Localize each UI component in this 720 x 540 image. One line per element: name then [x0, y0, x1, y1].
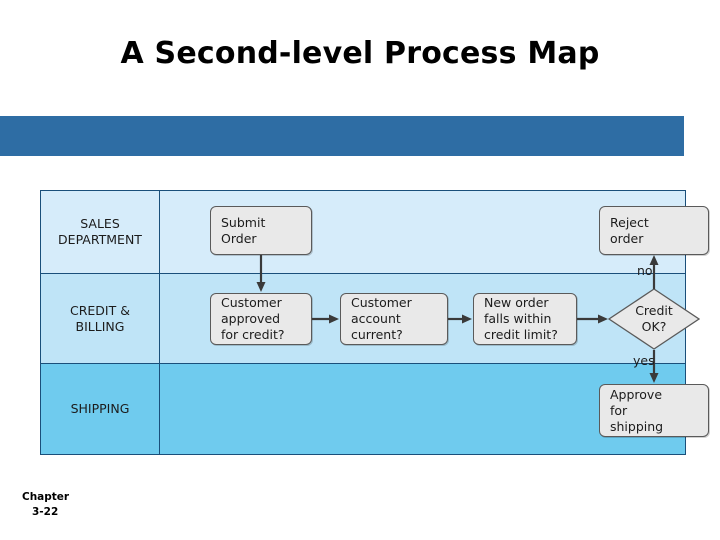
process-map-diagram: SALES DEPARTMENT CREDIT & BILLING SHIPPI…	[40, 190, 709, 455]
process-box-submit-order[interactable]: Submit Order	[210, 206, 312, 255]
process-box-submit-order-label: Submit Order	[221, 214, 266, 246]
process-box-customer-approved-label: Customer approved for credit?	[221, 295, 285, 342]
footer-slide-number: 3-22	[32, 506, 59, 519]
process-box-reject-order-label: Reject order	[610, 214, 649, 246]
arrow-decision-yes-to-approve-shipping	[648, 350, 660, 384]
swimlane-label-cell-sales: SALES DEPARTMENT	[41, 191, 160, 273]
arrow-submit-to-customer-approved	[255, 255, 267, 293]
swimlane-sales-department: SALES DEPARTMENT	[41, 191, 685, 273]
process-box-approve-shipping-label: Approve for shipping	[610, 386, 664, 434]
arrow-decision-no-to-reject-order	[648, 255, 660, 289]
page-title: A Second-level Process Map	[120, 36, 600, 71]
swimlane-label-sales: SALES DEPARTMENT	[58, 216, 142, 247]
swimlane-label-cell-shipping: SHIPPING	[41, 364, 160, 454]
diamond-shape-icon	[608, 288, 700, 350]
process-box-customer-account-current[interactable]: Customer account current?	[340, 293, 448, 345]
decision-diamond-credit-ok-label: Credit OK?	[635, 303, 673, 334]
process-box-reject-order[interactable]: Reject order	[599, 206, 709, 255]
swimlane-label-shipping: SHIPPING	[70, 401, 130, 417]
banner-bar	[0, 116, 684, 156]
arrow-account-to-new-order	[448, 313, 473, 325]
swimlane-label-cell-credit: CREDIT & BILLING	[41, 274, 160, 363]
flow-label-yes: yes	[633, 353, 655, 368]
arrow-customer-approved-to-account	[312, 313, 340, 325]
process-box-new-order-credit-limit[interactable]: New order falls within credit limit?	[473, 293, 577, 345]
swimlane-label-credit-billing: CREDIT & BILLING	[70, 302, 130, 334]
swimlane-shipping: SHIPPING	[41, 364, 685, 454]
process-box-customer-account-label: Customer account current?	[351, 295, 412, 342]
process-box-customer-approved-for-credit[interactable]: Customer approved for credit?	[210, 293, 312, 345]
process-box-approve-for-shipping[interactable]: Approve for shipping	[599, 384, 709, 437]
flow-label-no: no	[637, 263, 653, 278]
arrow-new-order-to-decision	[577, 313, 609, 325]
decision-diamond-credit-ok[interactable]: Credit OK?	[608, 288, 700, 350]
footer: Chapter 3-22	[22, 490, 69, 520]
footer-chapter-label: Chapter	[22, 491, 70, 503]
process-box-new-order-label: New order falls within credit limit?	[484, 295, 558, 342]
